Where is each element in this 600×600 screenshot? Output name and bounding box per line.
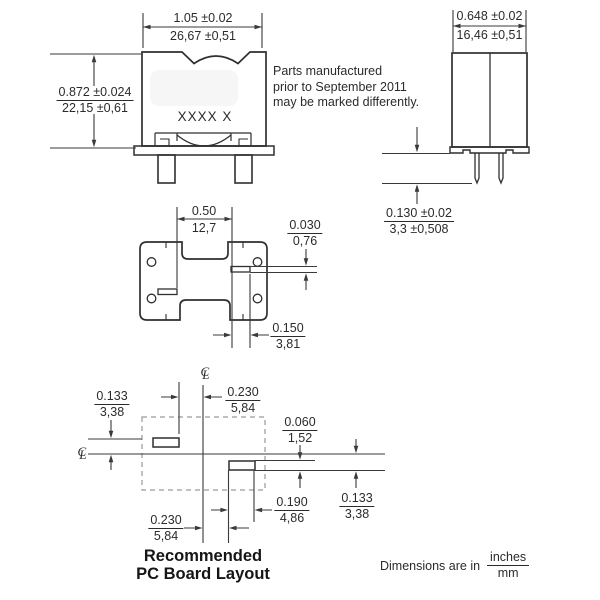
pcb-layout [88,385,385,543]
pcb-layout-title: Recommended PC Board Layout [136,547,270,584]
dim-pad-lower-offset-lines [353,439,359,488]
side-pin-right [498,153,504,185]
dim-pad-length-mm: 4,86 [279,511,305,526]
dim-pad-upper-offset-inches: 0.133 [94,389,130,406]
dim-pad-lower-x-lines [184,525,249,531]
dim-pin-length-mm: 3,3 ±0,508 [389,222,449,237]
dim-front-width-inches: 1.05 ±0.02 [173,11,233,25]
dim-pad-length-inches: 0.190 [274,495,310,512]
bottom-slot-right [230,265,251,273]
bottom-hole-top-right [252,257,263,267]
pcb-pad-extension-lines [255,459,385,472]
front-step-notches [160,138,248,146]
front-inner-step [154,132,252,147]
dim-slot-length: 0.150 3,81 [270,321,306,352]
dim-pad-length: 0.190 4,86 [274,495,310,526]
dim-pad-height-lines [297,445,303,488]
dim-pad-height-inches: 0.060 [282,415,318,432]
dim-pin-length: 0.130 ±0.02 3,3 ±0,508 [384,206,454,237]
dim-front-height-lines [50,53,142,149]
note-line-3: may be marked differently. [273,95,420,109]
dim-pad-lower-x-mm: 5,84 [153,529,179,544]
dim-pad-upper-x-mm: 5,84 [230,401,256,416]
dim-front-width-mm: 26,67 ±0,51 [170,29,236,43]
erased-marking-area [150,70,238,106]
dim-pad-lower-offset-inches: 0.133 [339,491,375,508]
bottom-hole-top-left [146,257,157,267]
dim-front-height: 0.872 ±0.024 22,15 ±0,61 [56,85,134,116]
units-inches: inches [487,550,530,567]
dim-pad-lower-x-inches: 0.230 [148,513,184,530]
dim-pad-lower-offset: 0.133 3,38 [339,491,375,522]
pcb-pad-lower [228,460,256,471]
bottom-corner-ticks [165,242,244,320]
front-view [133,51,275,184]
pcb-layout-title-line1: Recommended [143,547,263,565]
dim-slot-spacing-lines [176,207,233,348]
units-note: Dimensions are in inches mm [380,550,530,581]
dim-pad-upper-offset-mm: 3,38 [99,405,125,420]
dim-pad-upper-offset-lines [88,420,142,470]
dim-front-height-mm: 22,15 ±0,61 [62,101,128,116]
dim-pad-lower-offset-mm: 3,38 [344,507,370,522]
dim-slot-spacing-mm: 12,7 [191,221,217,235]
bottom-slot-left [157,288,178,296]
centerline-symbol-top: CL [200,364,210,382]
dim-slot-width-mm: 0,76 [292,234,318,249]
units-fraction: inches mm [487,550,530,581]
dim-pad-height: 0.060 1,52 [282,415,318,446]
pcb-layout-title-line2: PC Board Layout [136,564,270,583]
dim-pad-upper-offset: 0.133 3,38 [94,389,130,420]
dim-pad-upper-x-inches: 0.230 [225,385,261,402]
side-view [449,52,530,185]
bottom-body-outline [139,241,268,321]
dim-pad-height-mm: 1,52 [287,431,313,446]
dim-pin-length-inches: 0.130 ±0.02 [384,206,454,223]
dim-slot-width-lines [250,249,317,290]
dim-slot-length-mm: 3,81 [275,337,301,352]
pcb-pad-upper [152,437,180,448]
dim-side-width-inches: 0.648 ±0.02 [456,9,523,23]
units-mm: mm [497,566,519,581]
bottom-hole-bottom-right [252,293,263,304]
front-body-outline [141,51,267,147]
dim-side-width-lines [452,10,527,52]
dim-side-width-mm: 16,46 ±0,51 [456,28,523,42]
dim-pin-length-lines [382,127,472,204]
front-base-flange [133,145,275,156]
front-right-leg [234,154,253,184]
centerline-symbol-left: CL [77,444,87,462]
bottom-view [139,241,268,321]
dim-slot-width: 0.030 0,76 [287,218,323,249]
dim-pad-upper-x-lines [161,382,222,434]
note-line-1: Parts manufactured [273,64,383,78]
dim-pad-upper-x: 0.230 5,84 [225,385,261,416]
dim-slot-length-lines [213,274,269,348]
side-base [449,146,530,154]
dim-slot-width-inches: 0.030 [287,218,323,235]
dim-front-height-inches: 0.872 ±0.024 [56,85,134,102]
dim-slot-spacing-inches: 0.50 [191,204,217,218]
side-pin-left [474,153,480,185]
dim-pad-lower-x: 0.230 5,84 [148,513,184,544]
bottom-hole-bottom-left [146,293,157,304]
dim-slot-length-inches: 0.150 [270,321,306,338]
front-left-leg [157,154,176,184]
note-line-2: prior to September 2011 [273,79,407,94]
dim-pad-length-lines [211,470,272,543]
manufacturing-note: Parts manufactured prior to September 20… [273,64,419,111]
component-marking: XXXX X [177,109,233,124]
units-prefix: Dimensions are in [380,558,481,573]
dim-front-width-lines [142,13,263,48]
